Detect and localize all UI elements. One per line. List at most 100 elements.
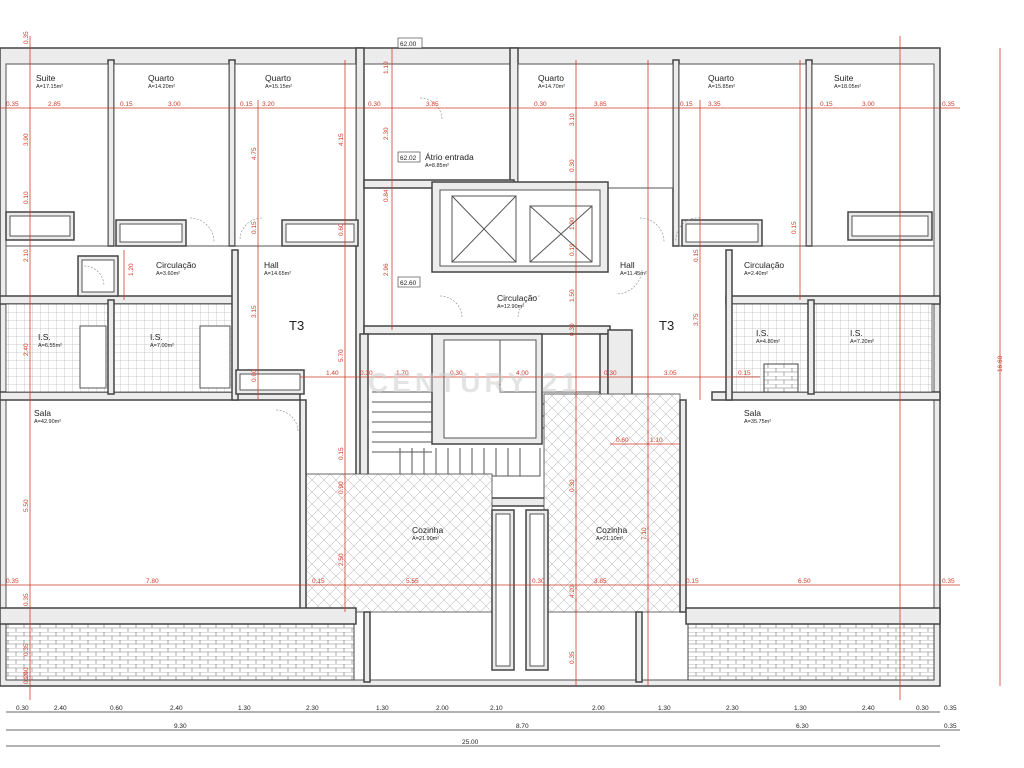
room-name: Sala — [34, 408, 51, 418]
bottom-dim: 1.30 — [238, 705, 251, 712]
dim-text: 0.90 — [338, 481, 345, 494]
room-area: A=7.00m² — [150, 343, 174, 349]
dim-text: 0.30 — [569, 159, 576, 172]
dim-text: 0.30 — [532, 578, 545, 585]
dim-text: 0.15 — [820, 101, 833, 108]
dim-text: 1.40 — [23, 667, 30, 680]
room-name: Quarto — [538, 73, 564, 83]
room-name: I.S. — [756, 328, 769, 338]
unit-label-left: T3 — [289, 318, 304, 333]
dim-text: 0.35 — [569, 651, 576, 664]
room-area: A=12.90m² — [497, 304, 524, 310]
dim-text: 0.30 — [450, 370, 463, 377]
watermark: CENTURY 21 — [368, 367, 581, 398]
dim-text: 1.20 — [128, 263, 135, 276]
dim-text: 3.10 — [569, 113, 576, 126]
room-area: A=2.40m² — [744, 271, 768, 277]
room-labels: SuiteA=17.15m²QuartoA=14.20m²QuartoA=15.… — [34, 73, 874, 542]
bottom-dim: 2.40 — [170, 705, 183, 712]
room-area: A=18.05m² — [834, 84, 861, 90]
dim-text: 0.60 — [338, 223, 345, 236]
dim-text: 3.90 — [23, 133, 30, 146]
bottom-dim: 2.30 — [726, 705, 739, 712]
room-name: Suite — [834, 73, 854, 83]
dim-text: 1.70 — [396, 370, 409, 377]
dim-text: 3.35 — [708, 101, 721, 108]
level-box-circ — [397, 276, 421, 288]
room-area: A=17.15m² — [36, 84, 63, 90]
room-name: I.S. — [850, 328, 863, 338]
bottom-dim: 9.30 — [174, 723, 187, 730]
door-swings — [83, 97, 701, 433]
dim-text: 0.35 — [942, 578, 955, 585]
dim-text: 0.35 — [942, 101, 955, 108]
level-atrio: 62.02 — [400, 155, 417, 162]
kitchens — [299, 393, 687, 683]
room-name: Circulação — [497, 293, 537, 303]
dim-text: 0.30 — [534, 101, 547, 108]
dim-text: 0.15 — [338, 447, 345, 460]
left-wc-walls — [0, 249, 305, 401]
room-area: A=8.85m² — [425, 163, 449, 169]
dim-text: 3.00 — [862, 101, 875, 108]
room-area: A=14.70m² — [538, 84, 565, 90]
bottom-dim: 2.30 — [306, 705, 319, 712]
room-area: A=11.45m² — [620, 271, 647, 277]
room-area: A=4.80m² — [756, 339, 780, 345]
dim-text: 0.30 — [360, 370, 373, 377]
dim-text: 0.30 — [368, 101, 381, 108]
room-name: Cozinha — [596, 525, 627, 535]
bottom-dim: 2.10 — [490, 705, 503, 712]
dim-text: 1.90 — [569, 217, 576, 230]
level-box-top — [397, 37, 423, 49]
bottom-dim: 2.40 — [862, 705, 875, 712]
dim-text: 3.15 — [251, 305, 258, 318]
dim-text: 5.70 — [338, 349, 345, 362]
dim-text: 1.10 — [650, 437, 663, 444]
dim-text: 0.30 — [569, 323, 576, 336]
dim-text: 0.15 — [693, 249, 700, 262]
level-circ: 62.60 — [400, 280, 417, 287]
dim-text: 0.35 — [23, 31, 30, 44]
bottom-dim: 1.30 — [794, 705, 807, 712]
dim-text: 0.15 — [240, 101, 253, 108]
room-name: Suite — [36, 73, 56, 83]
dims-kitchen-row: 0.60 1.10 — [616, 437, 663, 444]
dim-text: 2.40 — [23, 343, 30, 356]
dim-text: 0.15 — [312, 578, 325, 585]
room-name: I.S. — [150, 332, 163, 342]
room-name: Quarto — [708, 73, 734, 83]
dim-text: 0.35 — [23, 643, 30, 656]
dim-text: 0.60 — [616, 437, 629, 444]
room-name: Quarto — [148, 73, 174, 83]
dim-text: 3.00 — [168, 101, 181, 108]
bottom-dim: 0.35 — [944, 705, 957, 712]
dim-text: 16.60 — [997, 355, 1004, 372]
bottom-dimension-chain — [6, 711, 960, 747]
room-name: Cozinha — [412, 525, 443, 535]
dim-text: 0.15 — [738, 370, 751, 377]
dim-text: 0.15 — [680, 101, 693, 108]
dim-text: 3.85 — [426, 101, 439, 108]
dim-text: 3.05 — [664, 370, 677, 377]
dim-text: 0.15 — [791, 221, 798, 234]
room-area: A=15.15m² — [265, 84, 292, 90]
dim-text: 4.15 — [338, 133, 345, 146]
bottom-dim: 0.30 — [16, 705, 29, 712]
dim-text: 0.35 — [6, 578, 19, 585]
dim-text: 4.20 — [569, 585, 576, 598]
dim-text: 0.30 — [569, 479, 576, 492]
room-name: Circulação — [744, 260, 784, 270]
dim-text: 7.10 — [641, 527, 648, 540]
dim-text: 1.50 — [569, 289, 576, 302]
bottom-total: 25.00 — [462, 739, 479, 746]
bottom-dim: 0.30 — [916, 705, 929, 712]
bottom-dim: 2.00 — [436, 705, 449, 712]
dim-text: 0.30 — [604, 370, 617, 377]
dim-text: 3.85 — [594, 101, 607, 108]
room-name: Hall — [264, 260, 279, 270]
